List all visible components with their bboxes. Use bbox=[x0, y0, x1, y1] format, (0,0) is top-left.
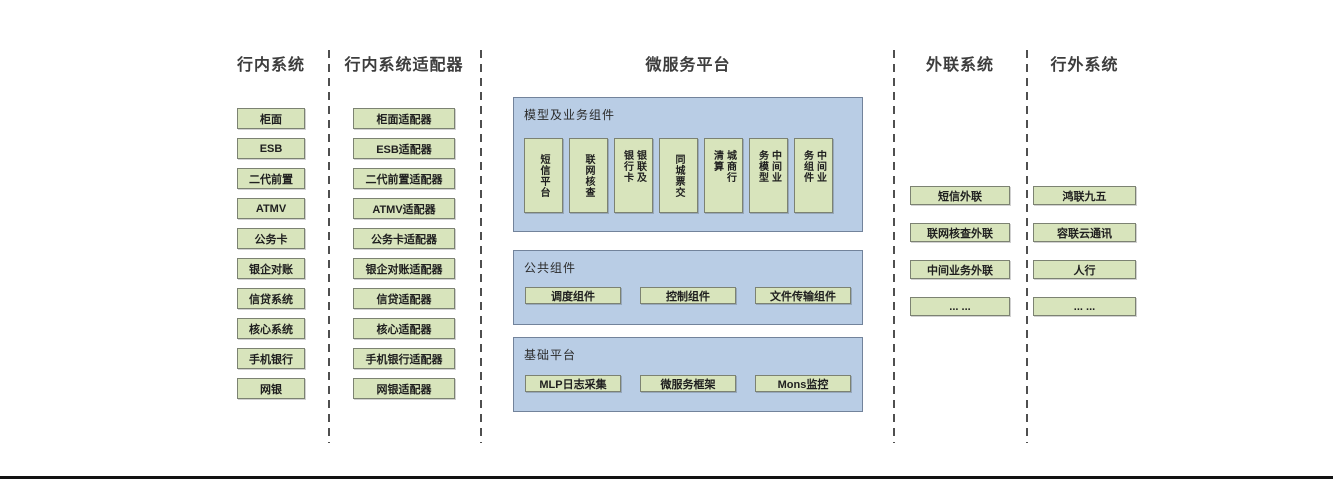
internal-system-box: 信贷系统 bbox=[237, 288, 305, 309]
adapter-box: ESB适配器 bbox=[353, 138, 455, 159]
column-divider-4 bbox=[1026, 50, 1028, 443]
common-component-box: 文件传输组件 bbox=[755, 287, 851, 304]
model-component-box: 中间业务模型 bbox=[749, 138, 788, 213]
outside-system-box: ... ... bbox=[1033, 297, 1136, 316]
section-model-business-components: 模型及业务组件 短信平台联网核查银联及银行卡同城票交城商行清算中间业务模型中间业… bbox=[513, 97, 863, 232]
outside-system-box: 容联云通讯 bbox=[1033, 223, 1136, 242]
column-divider-2 bbox=[480, 50, 482, 443]
external-link-header: 外联系统 bbox=[925, 57, 994, 74]
internal-system-box: ATMV bbox=[237, 198, 305, 219]
adapter-box: 公务卡适配器 bbox=[353, 228, 455, 249]
model-component-box: 短信平台 bbox=[524, 138, 563, 213]
section-base-platform: 基础平台 MLP日志采集 微服务框架 Mons监控 bbox=[513, 337, 863, 412]
internal-system-box: 手机银行 bbox=[237, 348, 305, 369]
common-component-box: 控制组件 bbox=[640, 287, 736, 304]
adapter-box: 二代前置适配器 bbox=[353, 168, 455, 189]
column-divider-3 bbox=[893, 50, 895, 443]
section-common-components: 公共组件 调度组件 控制组件 文件传输组件 bbox=[513, 250, 863, 325]
internal-system-box: 银企对账 bbox=[237, 258, 305, 279]
section-title: 公共组件 bbox=[524, 261, 577, 275]
internal-system-box: 核心系统 bbox=[237, 318, 305, 339]
column-external-link-systems: 外联系统 短信外联联网核查外联中间业务外联 ... ... bbox=[895, 55, 1025, 316]
internal-system-box: 柜面 bbox=[237, 108, 305, 129]
bottom-border-line bbox=[0, 476, 1333, 479]
model-component-box: 同城票交 bbox=[659, 138, 698, 213]
adapter-box: 网银适配器 bbox=[353, 378, 455, 399]
model-components-list: 短信平台联网核查银联及银行卡同城票交城商行清算中间业务模型中间业务组件 bbox=[524, 138, 833, 213]
adapter-box: 柜面适配器 bbox=[353, 108, 455, 129]
adapter-box: 核心适配器 bbox=[353, 318, 455, 339]
external-link-box: 短信外联 bbox=[910, 186, 1010, 205]
base-platform-list: MLP日志采集 微服务框架 Mons监控 bbox=[525, 375, 851, 392]
internal-system-box: ESB bbox=[237, 138, 305, 159]
column-internal-systems: 行内系统 柜面 ESB 二代前置 ATMV 公务卡银企对账信贷系统核心系统手机银行网银 bbox=[215, 55, 327, 399]
internal-systems-header: 行内系统 bbox=[236, 57, 305, 74]
microservice-platform-header: 微服务平台 bbox=[645, 57, 731, 74]
base-platform-box: Mons监控 bbox=[755, 375, 851, 392]
external-link-box: ... ... bbox=[910, 297, 1010, 316]
internal-adapters-header: 行内系统适配器 bbox=[344, 57, 464, 74]
internal-systems-list: 柜面 ESB 二代前置 ATMV 公务卡银企对账信贷系统核心系统手机银行网银 bbox=[215, 108, 327, 399]
model-component-box: 城商行清算 bbox=[704, 138, 743, 213]
column-divider-1 bbox=[328, 50, 330, 443]
base-platform-box: 微服务框架 bbox=[640, 375, 736, 392]
external-link-box: 中间业务外联 bbox=[910, 260, 1010, 279]
adapter-box: 手机银行适配器 bbox=[353, 348, 455, 369]
model-component-box: 银联及银行卡 bbox=[614, 138, 653, 213]
adapter-box: ATMV适配器 bbox=[353, 198, 455, 219]
column-microservice-platform: 微服务平台 模型及业务组件 短信平台联网核查银联及银行卡同城票交城商行清算中间业… bbox=[513, 55, 863, 412]
internal-system-box: 二代前置 bbox=[237, 168, 305, 189]
external-link-box: 联网核查外联 bbox=[910, 223, 1010, 242]
model-component-box: 联网核查 bbox=[569, 138, 608, 213]
outside-systems-list: 鸿联九五容联云通讯人行 ... ... bbox=[1028, 186, 1141, 316]
base-platform-box: MLP日志采集 bbox=[525, 375, 621, 392]
outside-systems-header: 行外系统 bbox=[1050, 57, 1119, 74]
model-component-box: 中间业务组件 bbox=[794, 138, 833, 213]
internal-system-box: 网银 bbox=[237, 378, 305, 399]
section-title: 基础平台 bbox=[524, 348, 577, 362]
column-internal-adapters: 行内系统适配器 柜面适配器 ESB适配器二代前置适配器 ATMV适配器公务卡适配器银… bbox=[340, 55, 468, 399]
external-link-list: 短信外联联网核查外联中间业务外联 ... ... bbox=[895, 186, 1025, 316]
internal-adapters-list: 柜面适配器 ESB适配器二代前置适配器 ATMV适配器公务卡适配器银企对账适配器信贷… bbox=[340, 108, 468, 399]
adapter-box: 银企对账适配器 bbox=[353, 258, 455, 279]
common-components-list: 调度组件 控制组件 文件传输组件 bbox=[525, 287, 851, 304]
section-title: 模型及业务组件 bbox=[524, 108, 616, 122]
adapter-box: 信贷适配器 bbox=[353, 288, 455, 309]
outside-system-box: 人行 bbox=[1033, 260, 1136, 279]
common-component-box: 调度组件 bbox=[525, 287, 621, 304]
column-outside-systems: 行外系统 鸿联九五容联云通讯人行 ... ... bbox=[1028, 55, 1141, 316]
internal-system-box: 公务卡 bbox=[237, 228, 305, 249]
outside-system-box: 鸿联九五 bbox=[1033, 186, 1136, 205]
